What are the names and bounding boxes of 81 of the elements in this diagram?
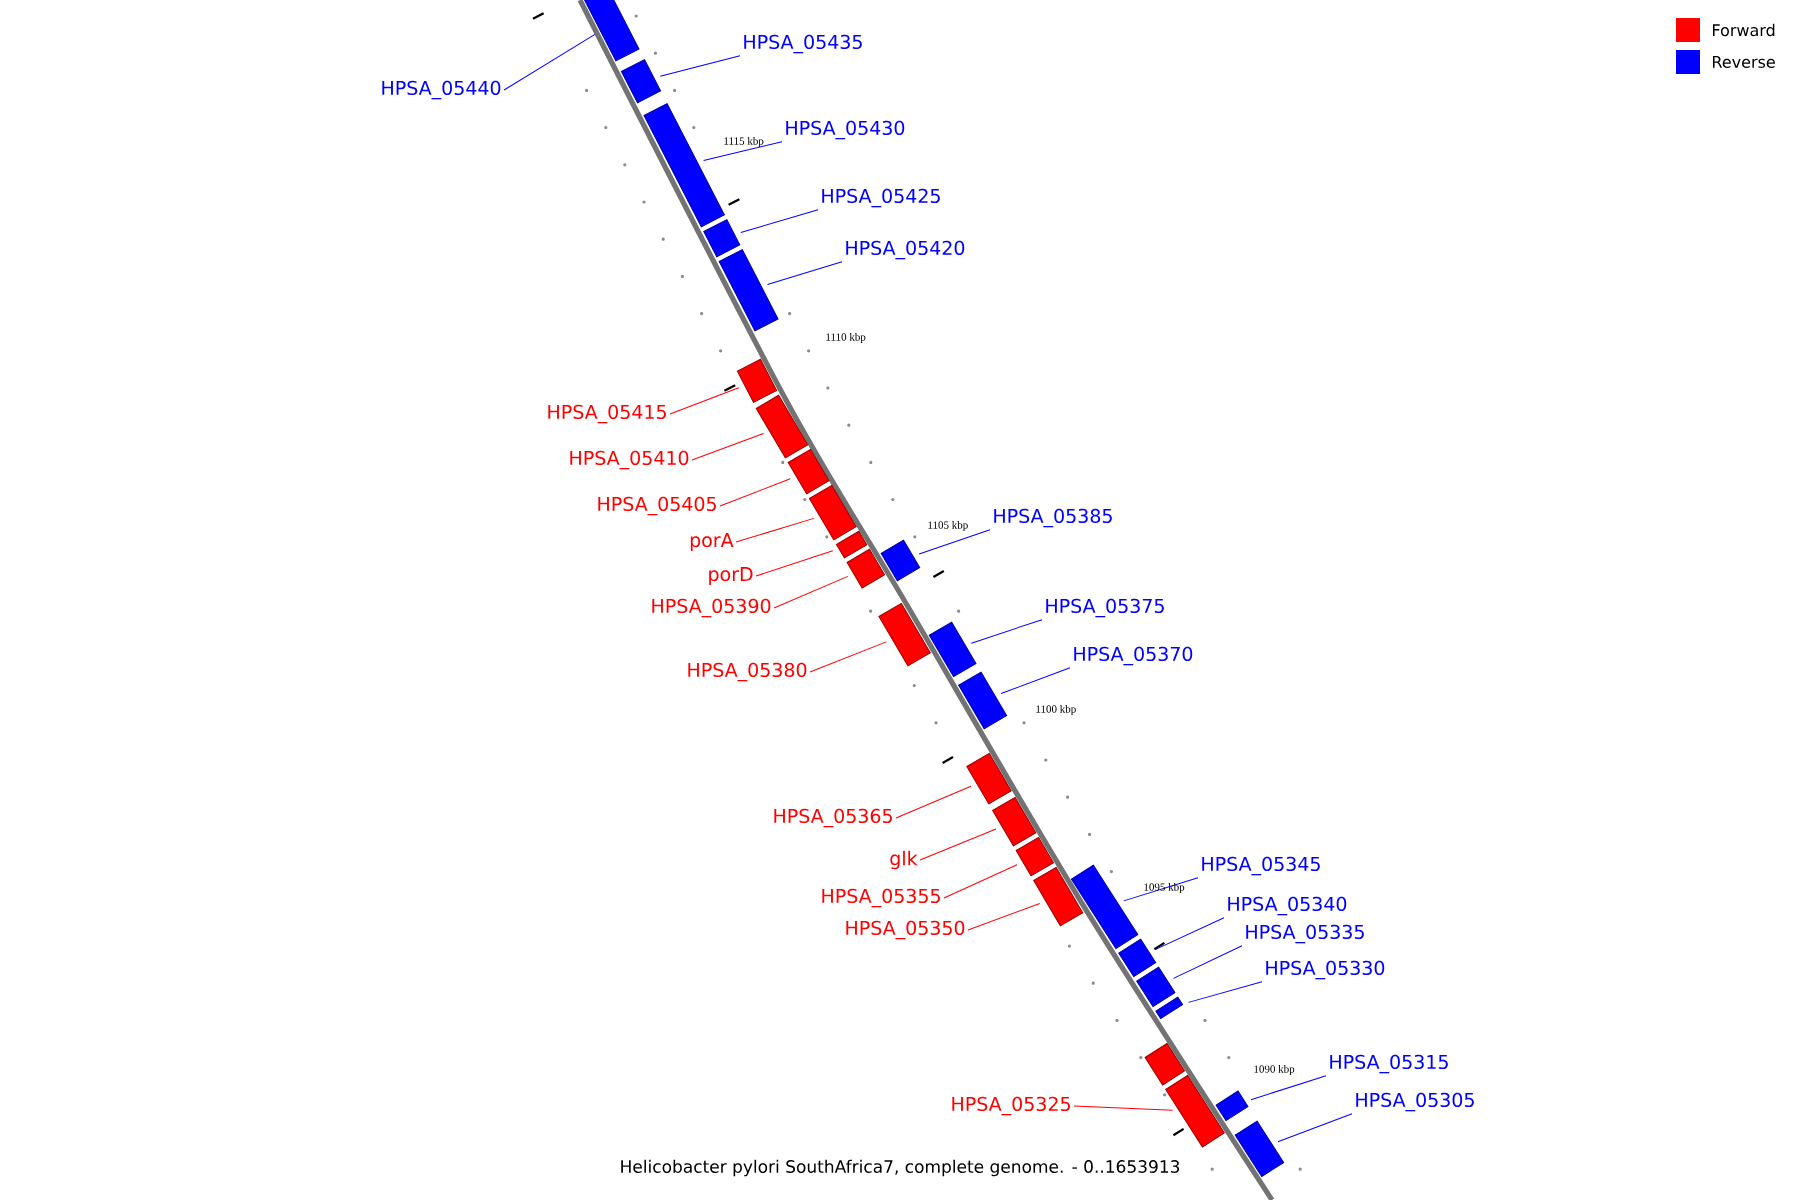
legend-label: Reverse bbox=[1713, 56, 1775, 68]
leader-line bbox=[1250, 1075, 1327, 1101]
gene-label: HPSA_05435 bbox=[744, 34, 862, 54]
gene-label: porA bbox=[690, 533, 734, 551]
gene-label: HPSA_05375 bbox=[1046, 598, 1164, 618]
leader-line bbox=[967, 902, 1041, 931]
gene-bar bbox=[966, 752, 1012, 805]
gene-label: HPSA_05380 bbox=[688, 662, 807, 682]
gene-bar bbox=[878, 602, 931, 667]
gene-bar bbox=[835, 530, 868, 559]
gene-bar bbox=[1015, 836, 1054, 877]
gene-bar bbox=[718, 249, 779, 332]
gene-label: glk bbox=[890, 850, 918, 870]
leader-line bbox=[669, 387, 740, 415]
leader-line bbox=[1173, 945, 1243, 979]
gene-label: HPSA_05385 bbox=[994, 508, 1112, 528]
gene-label: HPSA_05315 bbox=[1330, 1054, 1448, 1074]
gene-bar bbox=[1118, 938, 1157, 978]
gene-label: HPSA_05335 bbox=[1246, 924, 1364, 944]
leader-line bbox=[1073, 1105, 1174, 1111]
gene-bar bbox=[1165, 1075, 1225, 1148]
gene-bar bbox=[808, 484, 857, 541]
leader-line bbox=[719, 478, 791, 507]
gene-bar bbox=[992, 796, 1037, 847]
gene-bar bbox=[846, 548, 886, 589]
leader-line bbox=[740, 209, 819, 234]
leader-line bbox=[703, 141, 783, 162]
gene-label: HPSA_05325 bbox=[952, 1096, 1070, 1116]
caption: Helicobacter pylori SouthAfrica7, complete genome. - 0..1653913 bbox=[621, 1159, 1180, 1177]
gene-label: HPSA_05370 bbox=[1074, 646, 1193, 666]
gene-label: HPSA_05415 bbox=[548, 404, 666, 424]
gene-label: HPSA_05350 bbox=[846, 920, 965, 940]
gene-bar bbox=[1215, 1090, 1249, 1122]
gene-label: HPSA_05365 bbox=[774, 808, 892, 828]
leader-line bbox=[1123, 877, 1199, 902]
leader-line bbox=[735, 517, 815, 543]
gene-bar bbox=[1234, 1120, 1285, 1178]
gene-label: HPSA_05345 bbox=[1202, 856, 1320, 876]
gene-bar bbox=[1155, 996, 1184, 1020]
gene-label: HPSA_05390 bbox=[652, 598, 771, 618]
leader-line bbox=[919, 828, 997, 861]
gene-label: HPSA_05425 bbox=[822, 188, 940, 208]
gene-bar bbox=[1070, 864, 1139, 949]
gene-label: HPSA_05305 bbox=[1356, 1092, 1474, 1112]
gene-bar bbox=[736, 358, 778, 403]
leader-line bbox=[1277, 1113, 1353, 1143]
gene-label: HPSA_05340 bbox=[1228, 896, 1347, 916]
gene-bar bbox=[583, 0, 640, 62]
legend-label: Forward bbox=[1713, 23, 1775, 37]
leader-line bbox=[1154, 917, 1225, 951]
gene-bar bbox=[755, 394, 809, 459]
gene-bar bbox=[787, 448, 830, 495]
gene-label: HPSA_05440 bbox=[382, 80, 501, 100]
leader-line bbox=[755, 550, 834, 577]
gene-label: HPSA_05420 bbox=[846, 240, 965, 260]
leader-line bbox=[503, 33, 596, 91]
leader-line bbox=[1188, 981, 1263, 1003]
gene-bar bbox=[620, 59, 662, 104]
leader-line bbox=[766, 261, 843, 285]
gene-label: HPSA_05405 bbox=[598, 496, 716, 516]
leader-line bbox=[895, 785, 972, 819]
gene-bar bbox=[928, 621, 977, 678]
leader-line bbox=[809, 641, 887, 673]
leader-line bbox=[1000, 667, 1071, 694]
gene-label: HPSA_05430 bbox=[786, 120, 905, 140]
gene-label: porD bbox=[709, 567, 753, 585]
gene-bar bbox=[958, 671, 1008, 730]
leader-line bbox=[659, 55, 741, 77]
leader-line bbox=[918, 529, 991, 555]
gene-bar bbox=[880, 539, 921, 582]
gene-label: HPSA_05410 bbox=[570, 450, 689, 470]
leader-line bbox=[943, 864, 1018, 899]
leader-line bbox=[970, 619, 1043, 644]
leader-line bbox=[773, 575, 849, 609]
gene-label: HPSA_05355 bbox=[822, 888, 940, 908]
gene-bar bbox=[1144, 1043, 1186, 1086]
gene-label: HPSA_05330 bbox=[1266, 960, 1385, 980]
gene-bar bbox=[643, 103, 725, 228]
leader-line bbox=[691, 432, 764, 461]
gene-bar bbox=[703, 219, 741, 258]
gene-bar bbox=[1033, 866, 1084, 927]
